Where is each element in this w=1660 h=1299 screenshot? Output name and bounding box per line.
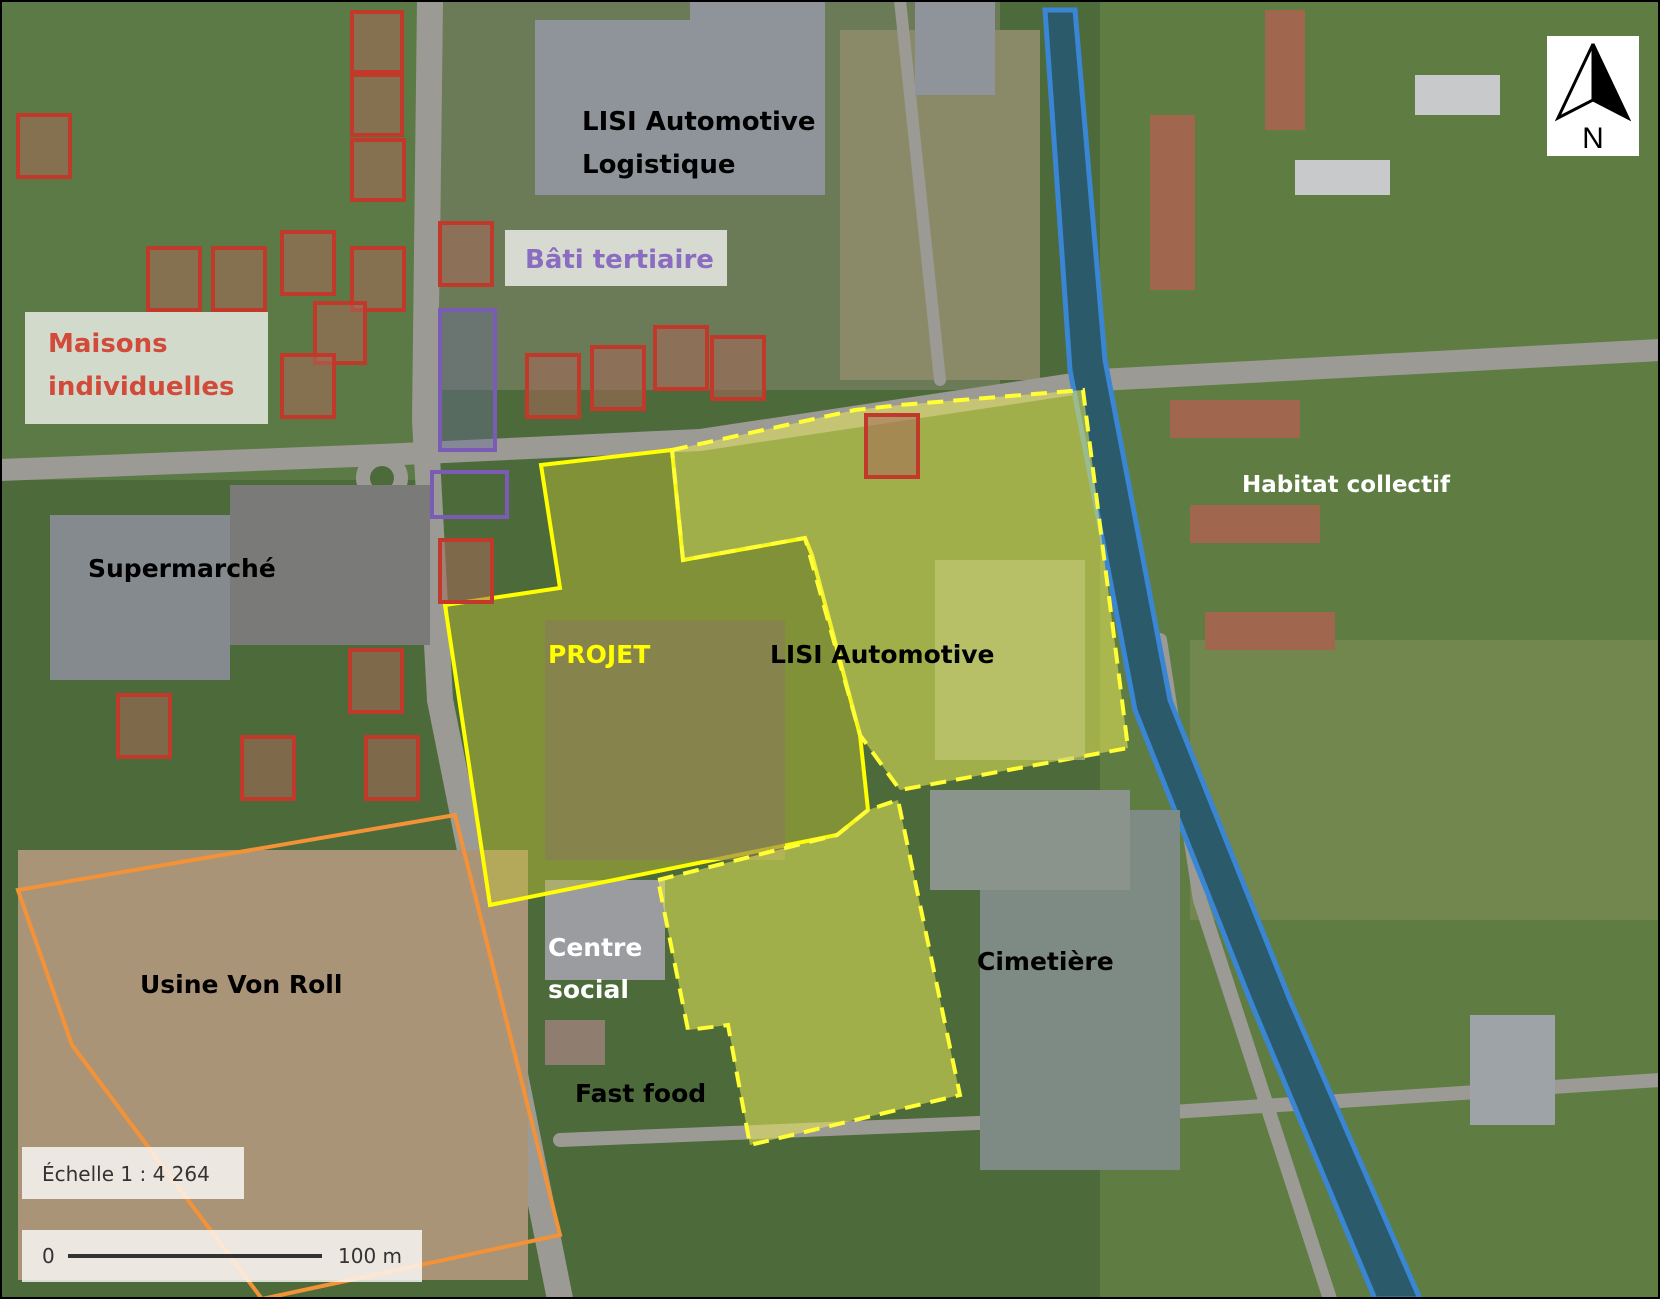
label-lisi-logistique-line1: LISI Automotive (582, 107, 816, 137)
house (348, 648, 404, 714)
roundabout-centre (370, 466, 394, 490)
building-collectif-7 (1205, 612, 1335, 650)
building-collectif-5 (1170, 400, 1300, 438)
house (438, 538, 494, 604)
house (280, 230, 336, 296)
scale-bar: Échelle 1 : 4 264 0 100 m (22, 1147, 422, 1282)
houses (16, 10, 920, 801)
tertiary-building-1 (438, 308, 497, 452)
house (864, 413, 920, 479)
north-arrow: N (1547, 36, 1639, 156)
house (350, 246, 406, 312)
building-lisi-logistique (535, 20, 825, 195)
north-arrow-letter: N (1582, 122, 1604, 155)
label-bati-tertiaire: Bâti tertiaire (525, 245, 714, 275)
buildings (18, 0, 1555, 1280)
road-east-west (0, 339, 1660, 481)
cimetiere-north (930, 790, 1130, 890)
allotment-gardens (1190, 640, 1660, 920)
building-collectif-3 (1295, 160, 1390, 195)
projet-building (545, 620, 785, 860)
scale-end: 100 m (338, 1244, 402, 1268)
usine-ground (18, 850, 528, 1280)
river-outline (1042, 7, 1423, 1299)
label-habitat-collectif: Habitat collectif (1242, 472, 1451, 498)
building-collectif-2 (1265, 10, 1305, 130)
building-lisi-logistique-annex (690, 0, 825, 40)
building-collectif-4 (1415, 75, 1500, 115)
building-north (915, 0, 995, 95)
house (350, 10, 404, 74)
maisons-label-bg (25, 312, 268, 424)
house (350, 73, 404, 137)
building-collectif-1 (1150, 115, 1195, 290)
north-arrow-right-half (1591, 43, 1632, 122)
house (240, 735, 296, 801)
scale-ratio-box (22, 1147, 244, 1199)
label-projet: PROJET (548, 640, 650, 669)
building-southeast (1470, 1015, 1555, 1125)
label-usine-von-roll: Usine Von Roll (140, 970, 342, 999)
label-lisi-logistique-line2: Logistique (582, 150, 736, 180)
label-centre-social-line1: Centre (548, 933, 642, 962)
building-collectif-6 (1190, 505, 1320, 543)
building-fast-food (545, 1020, 605, 1065)
house (710, 335, 766, 401)
lisi-building (935, 560, 1085, 760)
house (653, 325, 709, 391)
label-fast-food: Fast food (575, 1079, 706, 1108)
house (350, 138, 406, 202)
scale-start: 0 (42, 1244, 55, 1268)
house (211, 246, 267, 312)
tertiaire-label-bg (505, 230, 727, 286)
house (146, 246, 202, 312)
building-centre-social (545, 880, 665, 980)
river-bed (1045, 10, 1420, 1299)
parking-supermarche (230, 485, 430, 645)
tertiary-building-2 (430, 470, 509, 519)
house (525, 353, 581, 419)
label-cimetiere: Cimetière (977, 947, 1114, 976)
label-maisons-line1: Maisons (48, 329, 168, 359)
lisi-zone-south (655, 797, 963, 1148)
label-supermarche: Supermarché (88, 554, 276, 583)
label-maisons-line2: individuelles (48, 372, 235, 402)
label-lisi-automotive: LISI Automotive (770, 640, 995, 669)
house (590, 345, 646, 411)
road-lane-north (894, 0, 946, 386)
house (364, 735, 420, 801)
house (16, 113, 72, 179)
house (116, 693, 172, 759)
building-supermarche (50, 515, 230, 680)
house (280, 353, 336, 419)
label-centre-social-line2: social (548, 975, 629, 1004)
house (438, 221, 494, 287)
house (313, 301, 367, 365)
scale-ratio: Échelle 1 : 4 264 (42, 1162, 210, 1186)
